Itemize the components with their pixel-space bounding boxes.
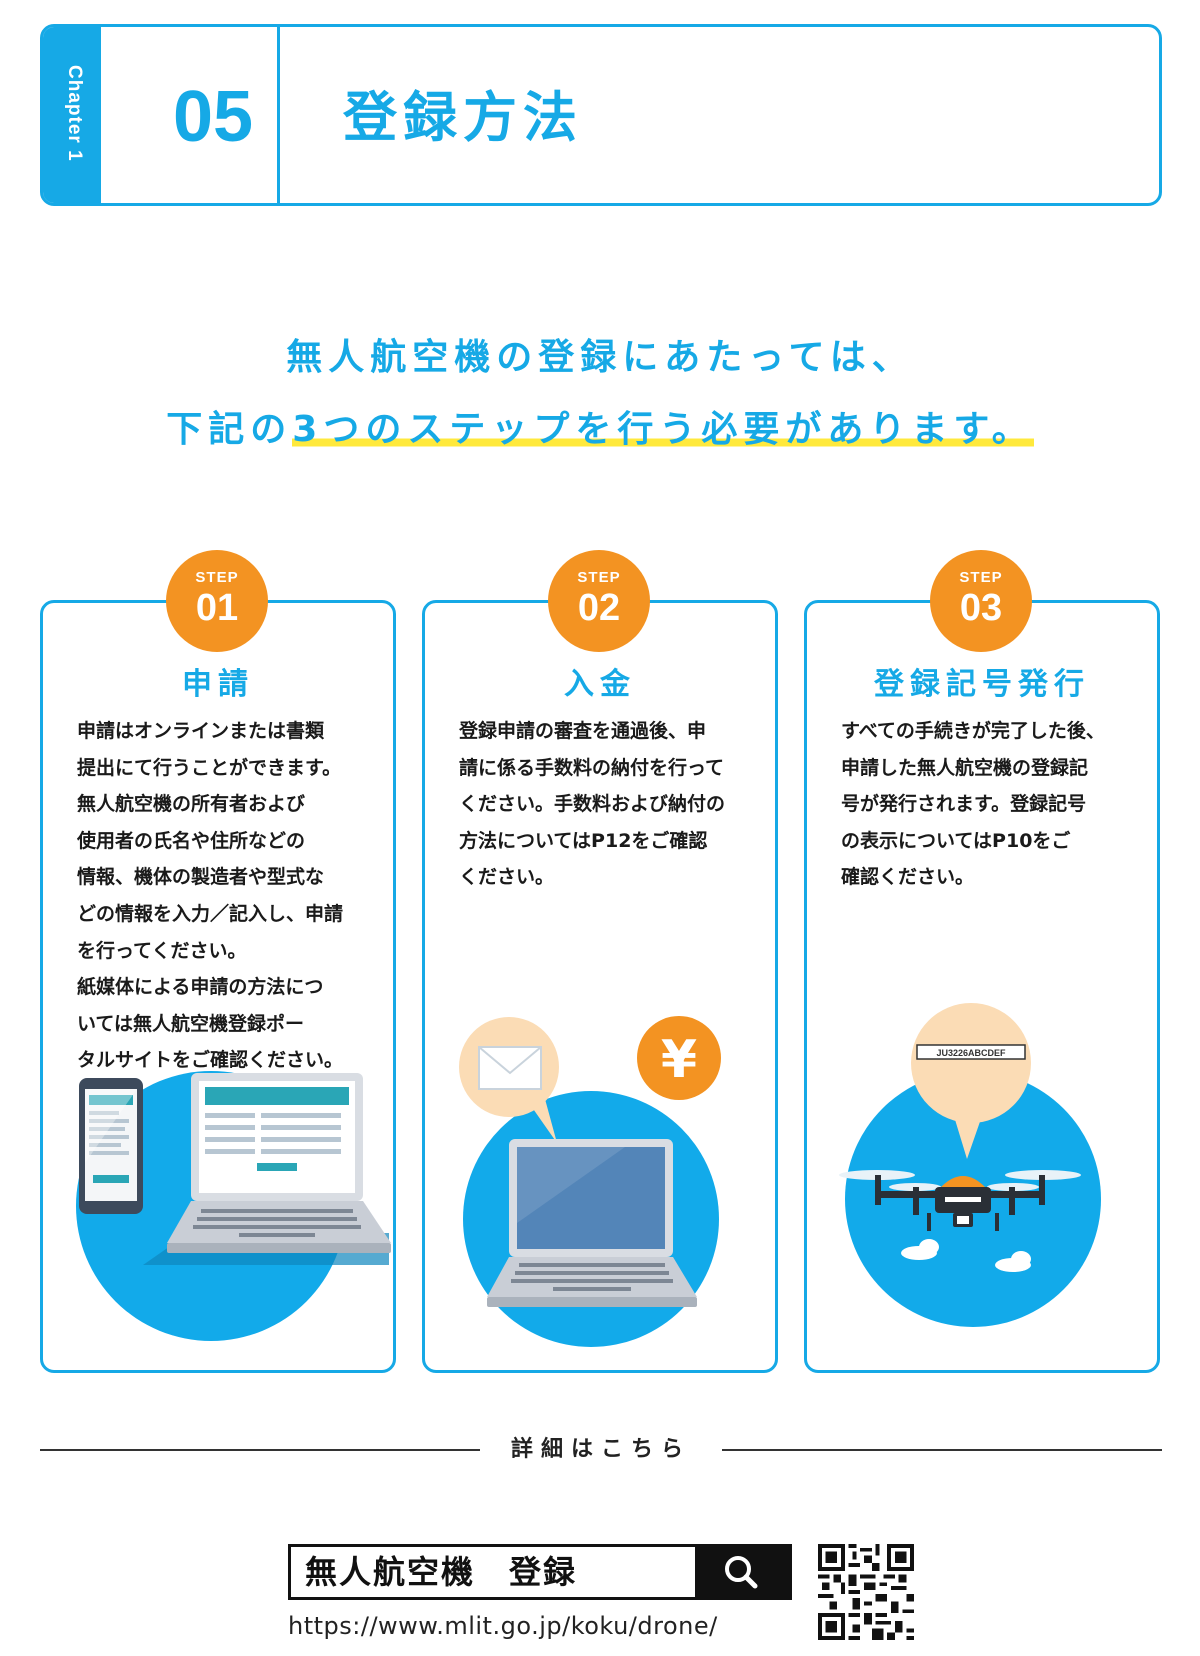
step-card-3: 登録記号発行 すべての手続きが完了した後、 申請した無人航空機の登録記 号が発行…	[804, 600, 1160, 1373]
step-text-line: ください。手数料および納付の	[459, 793, 726, 816]
step-badge-2: STEP 02	[548, 550, 650, 652]
step-title: 申請	[182, 667, 254, 702]
search-button[interactable]	[695, 1547, 789, 1597]
badge-word: STEP	[195, 569, 239, 586]
intro-highlight: 3つのステップを行う必要があります。	[292, 409, 1034, 450]
yen-coin-icon: ¥	[637, 1016, 721, 1100]
qr-code-icon[interactable]	[818, 1544, 914, 1640]
step-text-line: を行ってください。	[77, 939, 247, 962]
badge-number: 01	[195, 587, 239, 629]
badge-number: 02	[577, 587, 621, 629]
step-text-line: 請に係る手数料の納付を行って	[459, 756, 725, 779]
payment-illustration: ¥	[459, 1016, 721, 1347]
step-text-line: 確認ください。	[841, 866, 975, 889]
url-link[interactable]: https://www.mlit.go.jp/koku/drone/	[288, 1612, 718, 1640]
header-divider	[277, 27, 280, 203]
chapter-header: Chapter 1 05 登録方法	[40, 24, 1162, 206]
devices-illustration	[76, 1071, 391, 1341]
chapter-label: Chapter 1	[64, 65, 85, 162]
step-text-line: 紙媒体による申請の方法につ	[77, 976, 324, 999]
step-card-2: 入金 登録申請の審査を通過後、申 請に係る手数料の納付を行って ください。手数料…	[422, 600, 778, 1373]
divider-left	[40, 1449, 480, 1451]
laptop-icon	[487, 1139, 697, 1307]
step-text-line: 方法についてはP12をご確認	[459, 829, 708, 852]
search-box[interactable]: 無人航空機 登録	[288, 1544, 792, 1600]
step-card-1: 申請 申請はオンラインまたは書類 提出にて行うことができます。 無人航空機の所有…	[40, 600, 396, 1373]
drone-illustration: JU3226ABCDEF	[839, 1003, 1101, 1327]
step-title: 登録記号発行	[874, 667, 1090, 702]
arrow-icon	[599, 1059, 623, 1089]
step-text-line: すべての手続きが完了した後、	[841, 720, 1105, 742]
step-description: すべての手続きが完了した後、 申請した無人航空機の登録記 号が発行されます。登録…	[841, 713, 1131, 896]
step-description: 申請はオンラインまたは書類 提出にて行うことができます。 無人航空機の所有者およ…	[77, 713, 367, 1079]
search-icon	[725, 1556, 758, 1589]
intro-prefix: 下記の	[166, 409, 293, 450]
step-text-line: ください。	[459, 866, 555, 889]
step-title: 入金	[564, 667, 636, 702]
badge-word: STEP	[959, 569, 1003, 586]
divider-right	[722, 1449, 1162, 1451]
step-description: 登録申請の審査を通過後、申 請に係る手数料の納付を行って ください。手数料および…	[459, 713, 749, 896]
step-text-line: 無人航空機の所有者および	[77, 793, 306, 816]
chapter-tab: Chapter 1	[43, 27, 101, 203]
step-text-line: 登録申請の審査を通過後、申	[459, 720, 707, 742]
intro-line-1: 無人航空機の登録にあたっては、	[286, 337, 914, 378]
step-text-line: 申請した無人航空機の登録記	[841, 756, 1089, 779]
search-keywords: 無人航空機 登録	[305, 1553, 578, 1591]
step-text-line: 提出にて行うことができます。	[77, 756, 342, 779]
step-badge-3: STEP 03	[930, 550, 1032, 652]
step-text-line: いては無人航空機登録ポー	[77, 1012, 305, 1035]
chapter-number: 05	[172, 77, 254, 157]
step-text-line: 使用者の氏名や住所などの	[77, 829, 306, 852]
currency-symbol: ¥	[661, 1030, 697, 1090]
step-text-line: の表示についてはP10をご	[841, 829, 1071, 852]
badge-number: 03	[959, 587, 1003, 629]
smartphone-icon	[79, 1078, 143, 1214]
step-text-line: 号が発行されます。登録記号	[841, 793, 1087, 816]
detail-heading: 詳細はこちら	[40, 1432, 1162, 1468]
step-text-line: 情報、機体の製造者や型式な	[77, 866, 325, 889]
step-badge-1: STEP 01	[166, 550, 268, 652]
step-text-line: タルサイトをご確認ください。	[77, 1049, 344, 1072]
mail-icon	[459, 1017, 559, 1143]
badge-word: STEP	[577, 569, 621, 586]
intro-line-2: 下記の3つのステップを行う必要があります。	[0, 402, 1200, 458]
drone-icon	[839, 1170, 1081, 1231]
laptop-icon	[143, 1073, 391, 1265]
detail-label: 詳細はこちら	[510, 1437, 691, 1462]
page-title: 登録方法	[343, 86, 583, 149]
registration-bubble: JU3226ABCDEF	[911, 1003, 1031, 1159]
cloud-icon	[901, 1239, 1031, 1272]
registration-code: JU3226ABCDEF	[936, 1048, 1006, 1058]
step-text-line: 申請はオンラインまたは書類	[77, 720, 325, 742]
step-text-line: どの情報を入力／記入し、申請	[77, 902, 344, 925]
